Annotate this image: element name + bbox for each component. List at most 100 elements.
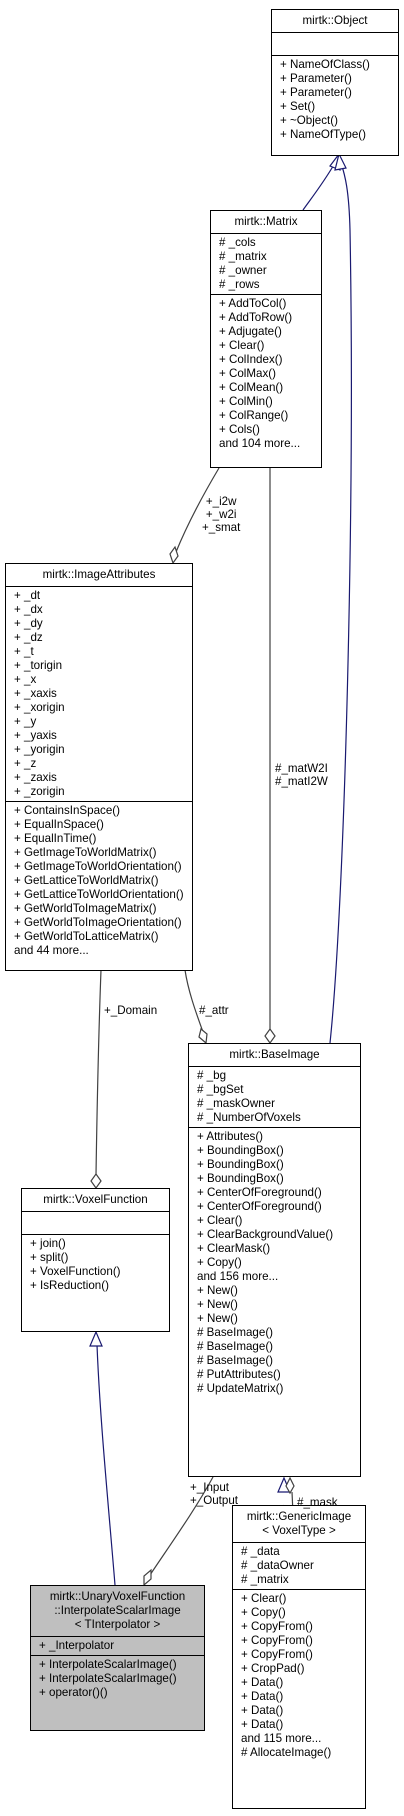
method-item: + Data() — [241, 1690, 284, 1703]
method-item: + New() — [197, 1298, 238, 1311]
method-item: + InterpolateScalarImage() — [39, 1672, 177, 1685]
method-item: + ColRange() — [219, 409, 289, 422]
method-item: + Clear() — [241, 1592, 287, 1605]
edge-label-line: #_attr — [199, 1004, 229, 1017]
method-item: + NameOfClass() — [280, 58, 370, 71]
method-item: + CopyFrom() — [241, 1620, 313, 1633]
attribute-item: + _z — [14, 757, 37, 770]
method-item: and 44 more... — [14, 944, 89, 957]
edge-label-mask: #_mask — [297, 1496, 338, 1509]
method-item: + BoundingBox() — [197, 1172, 284, 1185]
method-section: + AddToCol()+ AddToRow()+ Adjugate()+ Cl… — [211, 294, 321, 453]
class-title: mirtk::GenericImage< VoxelType > — [233, 1506, 365, 1542]
method-section: + join()+ split()+ VoxelFunction()+ IsRe… — [22, 1234, 169, 1295]
method-item: + Copy() — [197, 1256, 242, 1269]
attribute-item: + _y — [14, 715, 37, 728]
method-item: + ClearMask() — [197, 1242, 271, 1255]
method-item: + Clear() — [219, 339, 265, 352]
attribute-item: # _matrix — [241, 1573, 289, 1586]
attribute-item: # _bg — [197, 1069, 227, 1082]
class-name: ::InterpolateScalarImage — [54, 1604, 181, 1617]
attribute-item: # _owner — [219, 264, 267, 277]
aggregation-diamond-icon — [285, 1476, 295, 1495]
method-item: + NameOfType() — [280, 128, 367, 141]
class-imageattributes: mirtk::ImageAttributes + _dt+ _dx+ _dy+ … — [5, 563, 193, 971]
method-item: + AddToCol() — [219, 297, 287, 310]
aggregation-diamond-icon — [143, 1568, 152, 1587]
method-item: + BoundingBox() — [197, 1144, 284, 1157]
method-item: # UpdateMatrix() — [197, 1382, 284, 1395]
attribute-item: + _dx — [14, 603, 43, 616]
attribute-section: + _dt+ _dx+ _dy+ _dz+ _t+ _torigin+ _x+ … — [6, 586, 192, 801]
method-item: + GetWorldToLatticeMatrix() — [14, 930, 159, 943]
class-title: mirtk::VoxelFunction — [22, 1189, 169, 1211]
attribute-item: # _NumberOfVoxels — [197, 1111, 301, 1124]
attribute-item: + _yaxis — [14, 729, 57, 742]
method-item: and 156 more... — [197, 1270, 279, 1283]
method-item: + CopyFrom() — [241, 1648, 313, 1661]
edge-label-line: #_matI2W — [275, 775, 328, 788]
method-item: # BaseImage() — [197, 1326, 274, 1339]
aggregation-diamond-icon — [264, 1027, 276, 1045]
edge-matrix-object — [302, 162, 336, 211]
attribute-section — [272, 32, 398, 55]
attribute-section: # _data# _dataOwner# _matrix — [233, 1542, 365, 1589]
class-title: mirtk::BaseImage — [189, 1044, 360, 1066]
method-item: + Cols() — [219, 423, 260, 436]
method-item: + ColMax() — [219, 367, 277, 380]
edge-label-input: +_Input+_Output — [190, 1481, 238, 1507]
method-item: # AllocateImage() — [241, 1746, 332, 1759]
class-name: < VoxelType > — [262, 1524, 336, 1537]
attribute-item: # _maskOwner — [197, 1097, 275, 1110]
attribute-item: + _x — [14, 673, 37, 686]
method-item: + Parameter() — [280, 86, 352, 99]
method-item: + Parameter() — [280, 72, 352, 85]
attribute-item: + _dt — [14, 589, 41, 602]
method-item: + New() — [197, 1284, 238, 1297]
class-matrix: mirtk::Matrix # _cols# _matrix# _owner# … — [210, 210, 322, 468]
method-item: + ColIndex() — [219, 353, 283, 366]
class-name: mirtk::GenericImage — [246, 1510, 352, 1523]
edge-imageattributes-voxelfunction — [95, 969, 102, 1176]
attribute-item: + _yorigin — [14, 743, 65, 756]
method-item: and 104 more... — [219, 437, 301, 450]
class-baseimage: mirtk::BaseImage # _bg# _bgSet# _maskOwn… — [188, 1043, 361, 1477]
method-item: + EqualInTime() — [14, 832, 97, 845]
method-item: + CopyFrom() — [241, 1634, 313, 1647]
attribute-section: + _Interpolator — [31, 1636, 204, 1655]
method-section: + NameOfClass()+ Parameter()+ Parameter(… — [272, 55, 398, 144]
attribute-item: # _cols — [219, 236, 256, 249]
attribute-section: # _cols# _matrix# _owner# _rows — [211, 233, 321, 294]
edge-unary-voxelfunction — [96, 1344, 116, 1586]
method-item: + ColMean() — [219, 381, 284, 394]
class-object: mirtk::Object + NameOfClass()+ Parameter… — [271, 9, 399, 156]
attribute-item: + _torigin — [14, 659, 63, 672]
method-item: # BaseImage() — [197, 1340, 274, 1353]
attribute-item: + _t — [14, 645, 34, 658]
method-section: + Clear()+ Copy()+ CopyFrom()+ CopyFrom(… — [233, 1589, 365, 1762]
class-unary-interpolatescalarimage: mirtk::UnaryVoxelFunction::InterpolateSc… — [30, 1585, 205, 1731]
method-item: + Set() — [280, 100, 316, 113]
method-section: + Attributes()+ BoundingBox()+ BoundingB… — [189, 1127, 360, 1398]
method-section: + ContainsInSpace()+ EqualInSpace()+ Equ… — [6, 801, 192, 960]
class-voxelfunction: mirtk::VoxelFunction + join()+ split()+ … — [21, 1188, 170, 1332]
attribute-item: + _zaxis — [14, 771, 57, 784]
attribute-item: # _bgSet — [197, 1083, 244, 1096]
method-item: + ClearBackgroundValue() — [197, 1228, 334, 1241]
edge-baseimage-object — [329, 162, 352, 1044]
aggregation-diamond-icon — [169, 545, 179, 565]
inherit-arrow-icon — [89, 1330, 103, 1347]
attribute-item: # _dataOwner — [241, 1559, 314, 1572]
attribute-item: + _dy — [14, 617, 43, 630]
attribute-section: # _bg# _bgSet# _maskOwner# _NumberOfVoxe… — [189, 1066, 360, 1127]
edge-label-attr: #_attr — [199, 1004, 229, 1017]
class-name: mirtk::BaseImage — [229, 1048, 320, 1061]
edge-label-line: +_Input — [190, 1481, 230, 1494]
class-name: mirtk::UnaryVoxelFunction — [49, 1590, 186, 1603]
method-item: + GetWorldToImageOrientation() — [14, 916, 182, 929]
aggregation-diamond-icon — [198, 1027, 208, 1045]
class-name: mirtk::Matrix — [234, 215, 298, 228]
method-item: + BoundingBox() — [197, 1158, 284, 1171]
attribute-item: # _matrix — [219, 250, 267, 263]
method-item: + InterpolateScalarImage() — [39, 1658, 177, 1671]
